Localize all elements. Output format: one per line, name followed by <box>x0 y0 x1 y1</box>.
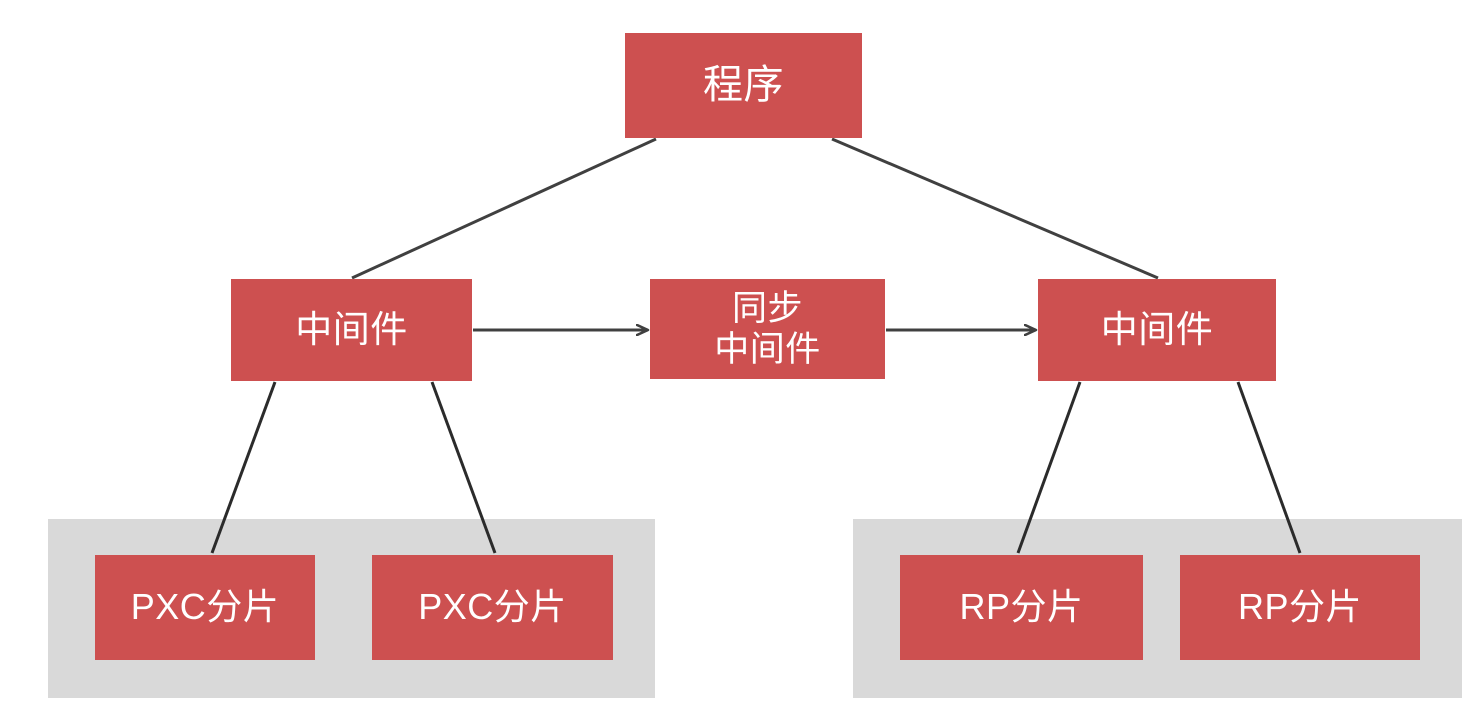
node-middleware-left[interactable]: 中间件 <box>231 279 472 381</box>
node-rp-shard-1[interactable]: RP分片 <box>900 555 1143 660</box>
node-app[interactable]: 程序 <box>625 33 862 138</box>
node-middleware-right[interactable]: 中间件 <box>1038 279 1276 381</box>
edge-app-to-middleware-right <box>831 137 1159 280</box>
node-sync-middleware[interactable]: 同步 中间件 <box>650 279 885 379</box>
node-pxc-shard-1[interactable]: PXC分片 <box>95 555 315 660</box>
node-pxc-shard-2[interactable]: PXC分片 <box>372 555 613 660</box>
edge-app-to-middleware-left <box>351 137 657 280</box>
node-rp-shard-2[interactable]: RP分片 <box>1180 555 1420 660</box>
